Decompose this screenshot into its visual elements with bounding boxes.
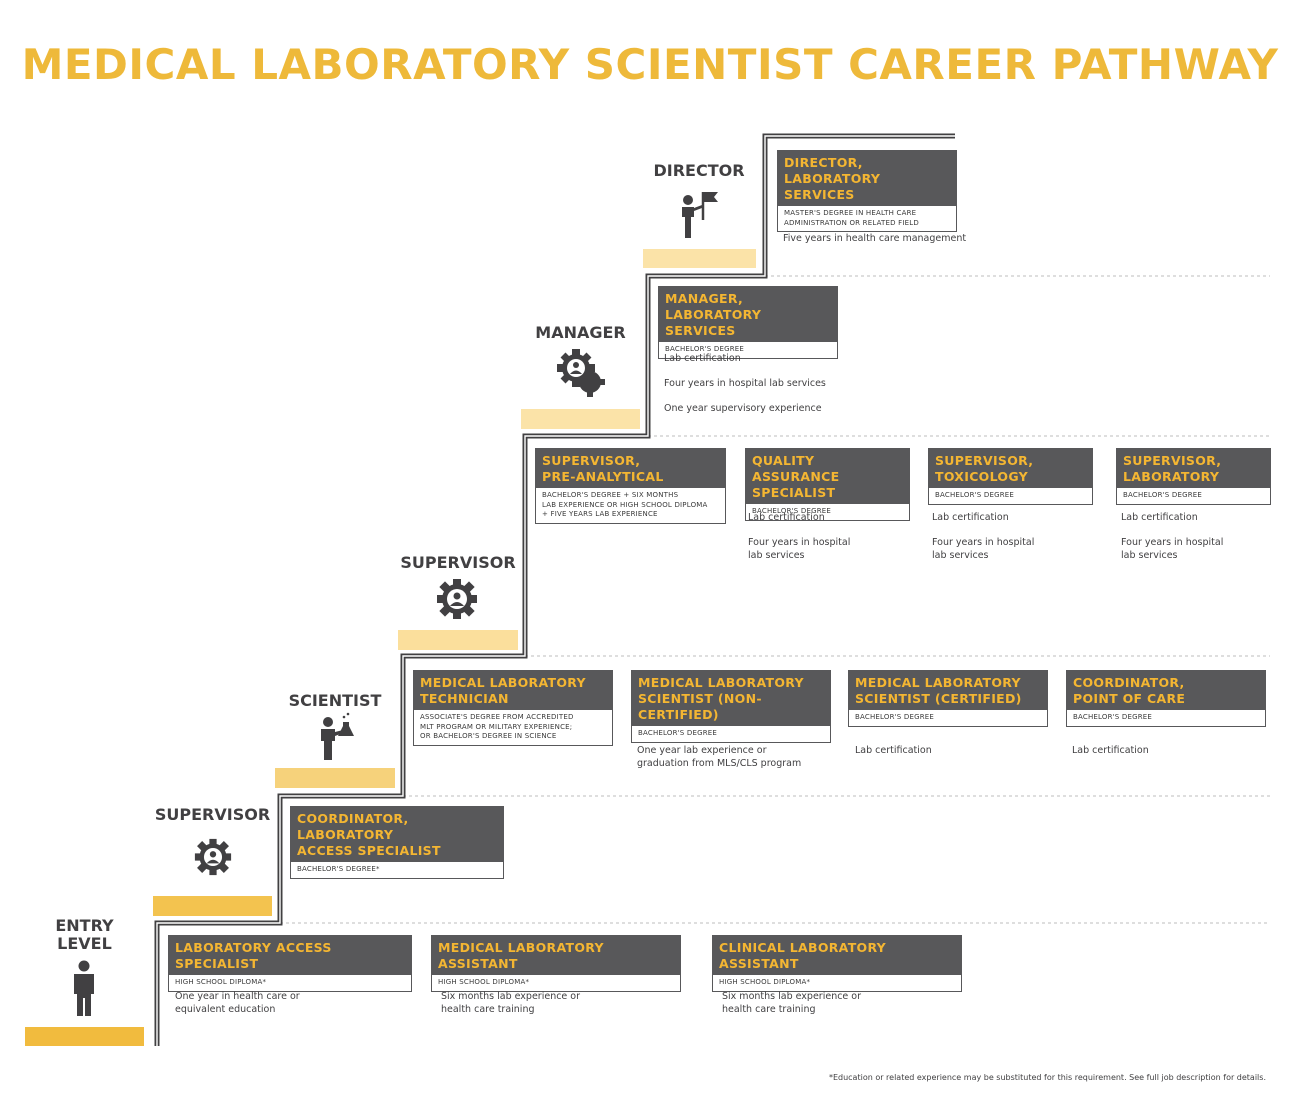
person-with-flask-icon	[321, 712, 354, 760]
level-label-director: DIRECTOR	[653, 161, 745, 180]
level-label-manager: MANAGER	[535, 323, 626, 342]
requirement: One year in health care or equivalent ed…	[175, 991, 300, 1015]
card-mls-certified: MEDICAL LABORATORY SCIENTIST (CERTIFIED)…	[848, 670, 1048, 727]
requirement: Six months lab experience or health care…	[722, 991, 862, 1015]
requirements-mls-non-certified: One year lab experience or graduation fr…	[637, 745, 801, 783]
card-education: BACHELOR'S DEGREE	[752, 507, 832, 515]
step-pad-entry	[25, 1027, 144, 1046]
requirements-qa-specialist: Lab certification Four years in hospital…	[748, 512, 850, 575]
requirements-medical-laboratory-assistant: Six months lab experience or health care…	[441, 991, 580, 1029]
step-pad-manager	[521, 409, 640, 429]
card-education: HIGH SCHOOL DIPLOMA*	[175, 978, 267, 986]
requirement: Four years in hospital lab services	[664, 378, 826, 389]
card-title: MANAGER, LABORATORY SERVICES	[659, 287, 837, 342]
requirement: Lab certification	[932, 512, 1009, 523]
person-icon	[74, 960, 94, 1016]
card-quality-assurance-specialist: QUALITY ASSURANCE SPECIALIST BACHELOR'S …	[745, 448, 910, 521]
card-title: MEDICAL LABORATORY SCIENTIST (NON-CERTIF…	[632, 671, 830, 726]
requirements-supervisor-toxicology: Lab certification Four years in hospital…	[932, 512, 1034, 575]
card-education: BACHELOR'S DEGREE*	[297, 865, 380, 873]
card-education: BACHELOR'S DEGREE	[1073, 713, 1153, 721]
level-label-scientist: SCIENTIST	[288, 691, 382, 710]
card-education: BACHELOR'S DEGREE	[665, 345, 745, 353]
card-supervisor-pre-analytical: SUPERVISOR, PRE-ANALYTICAL BACHELOR'S DE…	[535, 448, 726, 524]
gear-with-person-icon-lower	[194, 838, 232, 876]
step-pad-supervisor-upper	[398, 630, 518, 650]
step-pads	[25, 249, 756, 1046]
person-with-flag-icon	[682, 192, 718, 238]
requirement: Lab certification	[748, 512, 825, 523]
requirements-supervisor-laboratory: Lab certification Four years in hospital…	[1121, 512, 1223, 575]
card-medical-laboratory-assistant: MEDICAL LABORATORY ASSISTANT HIGH SCHOOL…	[431, 935, 681, 992]
requirement: Four years in hospital lab services	[1121, 537, 1224, 561]
card-education: BACHELOR'S DEGREE + SIX MONTHS LAB EXPER…	[542, 491, 708, 518]
requirement: One year supervisory experience	[664, 403, 822, 414]
card-education: HIGH SCHOOL DIPLOMA*	[438, 978, 530, 986]
card-title: CLINICAL LABORATORY ASSISTANT	[713, 936, 961, 975]
card-title: MEDICAL LABORATORY SCIENTIST (CERTIFIED)	[849, 671, 1047, 710]
card-education: BACHELOR'S DEGREE	[855, 713, 935, 721]
requirements-coordinator-point-of-care: Lab certification	[1072, 745, 1149, 770]
card-title: SUPERVISOR, LABORATORY	[1117, 449, 1270, 488]
level-label-supervisor-upper: SUPERVISOR	[400, 553, 516, 572]
card-education: BACHELOR'S DEGREE	[1123, 491, 1203, 499]
card-coordinator-point-of-care: COORDINATOR, POINT OF CARE BACHELOR'S DE…	[1066, 670, 1266, 727]
requirements-laboratory-access-specialist: One year in health care or equivalent ed…	[175, 991, 300, 1029]
card-supervisor-toxicology: SUPERVISOR, TOXICOLOGY BACHELOR'S DEGREE	[928, 448, 1093, 505]
card-title: DIRECTOR, LABORATORY SERVICES	[778, 151, 956, 206]
requirement: Four years in hospital lab services	[748, 537, 851, 561]
card-mls-non-certified: MEDICAL LABORATORY SCIENTIST (NON-CERTIF…	[631, 670, 831, 743]
card-coordinator-laboratory-access-specialist: COORDINATOR, LABORATORY ACCESS SPECIALIS…	[290, 806, 504, 879]
requirements-director: Five years in health care management	[783, 233, 966, 258]
card-title: QUALITY ASSURANCE SPECIALIST	[746, 449, 909, 504]
requirements-manager: Lab certification Four years in hospital…	[664, 353, 826, 428]
card-laboratory-access-specialist: LABORATORY ACCESS SPECIALIST HIGH SCHOOL…	[168, 935, 412, 992]
requirement: Six months lab experience or health care…	[441, 991, 581, 1015]
step-pad-scientist	[275, 768, 395, 788]
card-title: MEDICAL LABORATORY ASSISTANT	[432, 936, 680, 975]
page-title: MEDICAL LABORATORY SCIENTIST CAREER PATH…	[21, 40, 1279, 89]
gear-with-person-icon	[437, 579, 477, 619]
card-title: SUPERVISOR, TOXICOLOGY	[929, 449, 1092, 488]
requirement: Lab certification	[855, 745, 932, 756]
card-title: MEDICAL LABORATORY TECHNICIAN	[414, 671, 612, 710]
requirement: One year lab experience or graduation fr…	[637, 745, 802, 769]
requirements-mls-certified: Lab certification	[855, 745, 932, 770]
requirement: Four years in hospital lab services	[932, 537, 1035, 561]
card-title: SUPERVISOR, PRE-ANALYTICAL	[536, 449, 725, 488]
requirement: Five years in health care management	[783, 233, 967, 244]
card-clinical-laboratory-assistant: CLINICAL LABORATORY ASSISTANT HIGH SCHOO…	[712, 935, 962, 992]
step-pad-supervisor-lower	[153, 896, 272, 916]
card-medical-laboratory-technician: MEDICAL LABORATORY TECHNICIAN ASSOCIATE'…	[413, 670, 613, 746]
gears-with-person-icon	[557, 349, 605, 397]
stair-line	[154, 133, 955, 1046]
requirements-clinical-laboratory-assistant: Six months lab experience or health care…	[722, 991, 861, 1029]
card-education: BACHELOR'S DEGREE	[935, 491, 1015, 499]
requirement: Lab certification	[1121, 512, 1198, 523]
card-title: COORDINATOR, POINT OF CARE	[1067, 671, 1265, 710]
requirement: Lab certification	[664, 353, 741, 364]
card-director-laboratory-services: DIRECTOR, LABORATORY SERVICES MASTER'S D…	[777, 150, 957, 232]
card-education: HIGH SCHOOL DIPLOMA*	[719, 978, 811, 986]
level-label-supervisor-lower: SUPERVISOR	[154, 805, 271, 824]
card-manager-laboratory-services: MANAGER, LABORATORY SERVICES BACHELOR'S …	[658, 286, 838, 359]
level-label-entry: ENTRY LEVEL	[55, 916, 114, 953]
step-pad-director	[643, 249, 756, 268]
dotted-separators	[280, 275, 1270, 924]
card-supervisor-laboratory: SUPERVISOR, LABORATORY BACHELOR'S DEGREE	[1116, 448, 1271, 505]
card-education: MASTER'S DEGREE IN HEALTH CARE ADMINISTR…	[784, 209, 919, 227]
card-title: COORDINATOR, LABORATORY ACCESS SPECIALIS…	[291, 807, 503, 862]
card-title: LABORATORY ACCESS SPECIALIST	[169, 936, 411, 975]
requirement: Lab certification	[1072, 745, 1149, 756]
card-education: BACHELOR'S DEGREE	[638, 729, 718, 737]
card-education: ASSOCIATE'S DEGREE FROM ACCREDITED MLT P…	[420, 713, 574, 740]
footnote: *Education or related experience may be …	[828, 1073, 1266, 1082]
